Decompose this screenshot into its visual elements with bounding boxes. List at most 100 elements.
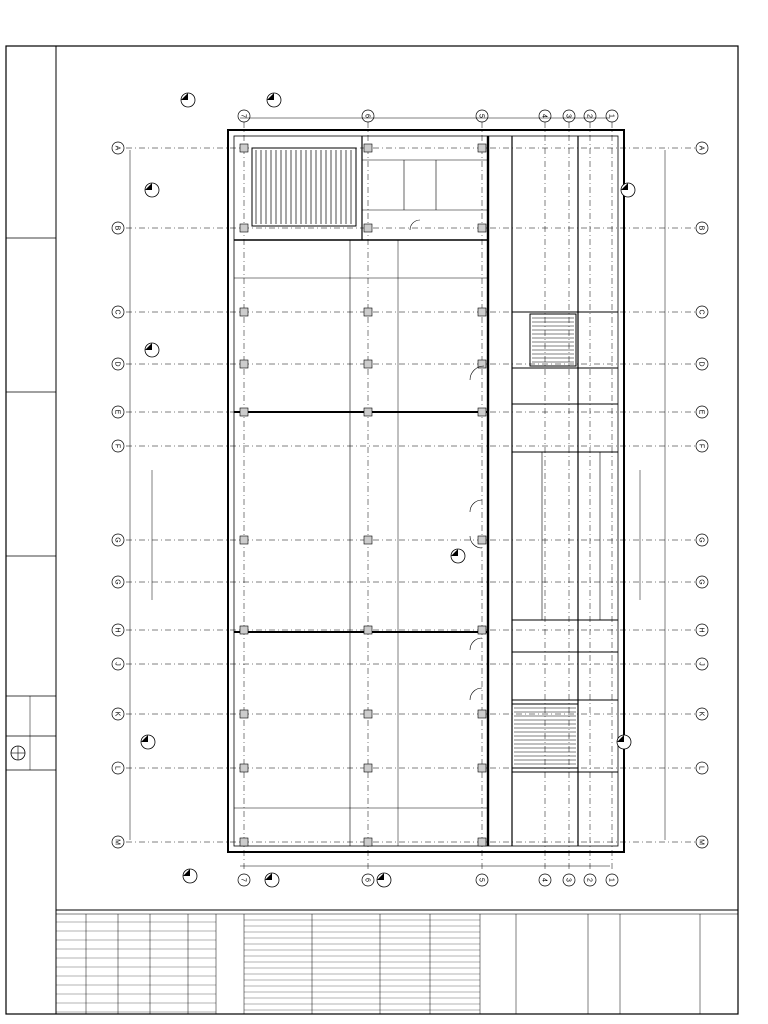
svg-text:F: F (698, 444, 705, 448)
grid-bubble-h: H (111, 623, 125, 637)
svg-text:H: H (698, 627, 705, 632)
grid-bubble-2: 2 (583, 109, 597, 123)
grid-bubble-4: 4 (538, 109, 552, 123)
grid-bubble-k: K (695, 707, 709, 721)
svg-text:2: 2 (586, 878, 593, 882)
section-marker-icon (620, 182, 636, 198)
grid-bubble-l: L (695, 761, 709, 775)
section-marker-icon (376, 872, 392, 888)
section-marker-icon (616, 734, 632, 750)
structural-columns (239, 143, 487, 847)
svg-text:M: M (114, 839, 121, 845)
schedule-table (56, 909, 738, 1014)
svg-text:K: K (698, 712, 705, 717)
staircase-bottom (511, 703, 579, 769)
section-marker-icon (180, 92, 196, 108)
svg-text:6: 6 (364, 878, 371, 882)
column (239, 407, 249, 417)
interior-walls (234, 136, 618, 846)
svg-text:J: J (114, 662, 121, 666)
column (239, 307, 249, 317)
section-marker-icon (140, 734, 156, 750)
section-marker-icon (144, 342, 160, 358)
grid-bubble-a: A (111, 141, 125, 155)
grid-bubble-c: C (111, 305, 125, 319)
grid-bubble-g: G (111, 533, 125, 547)
svg-text:5: 5 (478, 114, 485, 118)
column (239, 625, 249, 635)
svg-text:C: C (114, 309, 121, 314)
grid-bubble-6: 6 (361, 873, 375, 887)
grid-bubble-g: G (111, 575, 125, 589)
grid-bubble-m: M (111, 835, 125, 849)
section-markers (140, 92, 636, 888)
column (363, 837, 373, 847)
svg-text:E: E (698, 410, 705, 415)
svg-text:G: G (698, 537, 705, 542)
section-marker-icon (264, 872, 280, 888)
svg-text:G: G (114, 579, 121, 584)
svg-text:1: 1 (608, 114, 615, 118)
column (363, 763, 373, 773)
svg-text:7: 7 (240, 878, 247, 882)
svg-text:A: A (698, 146, 705, 151)
grid-bubble-g: G (695, 575, 709, 589)
column (363, 143, 373, 153)
column (239, 223, 249, 233)
column (363, 223, 373, 233)
svg-text:5: 5 (478, 878, 485, 882)
svg-text:3: 3 (565, 878, 572, 882)
column (363, 625, 373, 635)
section-marker-icon (182, 868, 198, 884)
svg-text:B: B (114, 226, 121, 231)
svg-text:J: J (698, 662, 705, 666)
column (477, 407, 487, 417)
column (477, 223, 487, 233)
svg-text:H: H (114, 627, 121, 632)
svg-text:D: D (698, 361, 705, 366)
column (363, 359, 373, 369)
svg-text:A: A (114, 146, 121, 151)
grid-bubble-b: B (111, 221, 125, 235)
grid-bubble-m: M (695, 835, 709, 849)
svg-text:M: M (698, 839, 705, 845)
section-marker-icon (144, 182, 160, 198)
section-marker-icon (450, 548, 466, 564)
grid-bubble-5: 5 (475, 109, 489, 123)
column (239, 535, 249, 545)
column (477, 307, 487, 317)
column (477, 837, 487, 847)
grid-bubble-e: E (111, 405, 125, 419)
grid-bubble-7: 7 (237, 109, 251, 123)
grid-bubble-3: 3 (562, 873, 576, 887)
staircase-top (251, 147, 357, 227)
svg-text:1: 1 (608, 878, 615, 882)
svg-text:K: K (114, 712, 121, 717)
svg-text:G: G (114, 537, 121, 542)
grid-bubble-1: 1 (605, 873, 619, 887)
column (239, 837, 249, 847)
svg-text:4: 4 (541, 878, 548, 882)
building-outline (227, 129, 625, 853)
column (363, 407, 373, 417)
grid-bubble-3: 3 (562, 109, 576, 123)
grid-bubble-g: G (695, 533, 709, 547)
column (477, 625, 487, 635)
svg-text:B: B (698, 226, 705, 231)
grid-bubble-1: 1 (605, 109, 619, 123)
svg-text:E: E (114, 410, 121, 415)
svg-text:6: 6 (364, 114, 371, 118)
grid-bubble-j: J (111, 657, 125, 671)
section-marker-icon (266, 92, 282, 108)
column (239, 709, 249, 719)
column (477, 763, 487, 773)
grid-bubble-d: D (695, 357, 709, 371)
grid-bubble-f: F (695, 439, 709, 453)
svg-text:F: F (114, 444, 121, 448)
grid-bubble-7: 7 (237, 873, 251, 887)
column (363, 307, 373, 317)
grid-bubble-f: F (111, 439, 125, 453)
column (239, 143, 249, 153)
